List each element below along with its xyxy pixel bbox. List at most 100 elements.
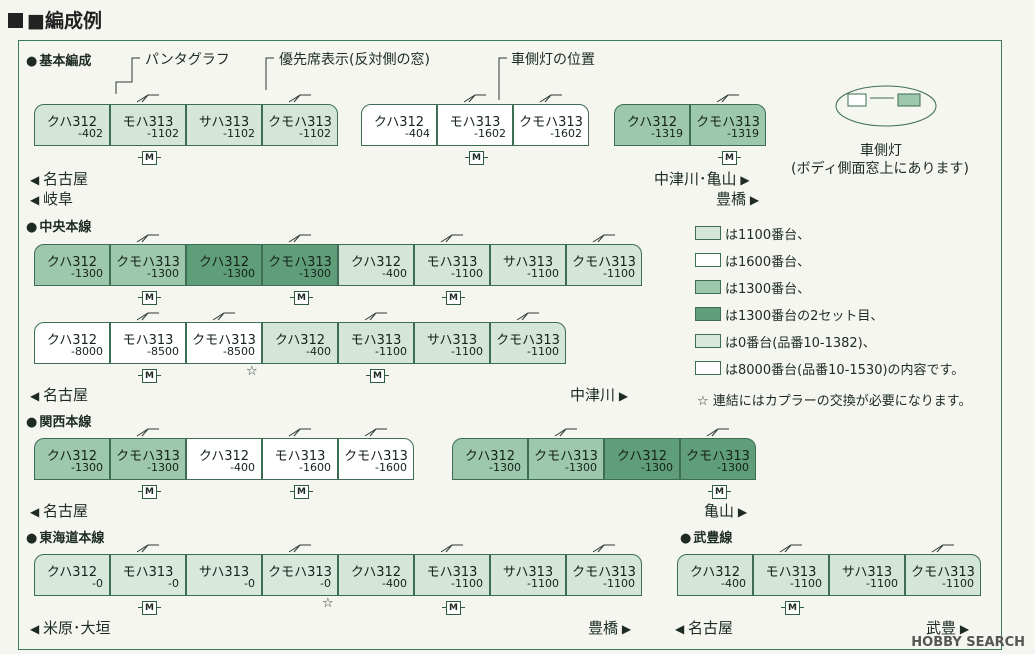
pantograph-icon — [136, 94, 159, 103]
motor-car-icon: M — [781, 601, 804, 615]
diagram-frame — [18, 40, 1002, 650]
car-type-label: モハ313 — [426, 565, 478, 580]
car-number-label: -1319 — [727, 127, 759, 140]
car-type-label: サハ313 — [198, 115, 250, 130]
car-type-label: クハ312 — [274, 333, 326, 348]
car-type-label: クハ312 — [350, 255, 402, 270]
car-type-label: サハ313 — [426, 333, 478, 348]
train-car: モハ313-1600 — [262, 428, 338, 480]
section-taketoyo: 武豊線 — [680, 527, 732, 546]
legend-text: は0番台(品番10-1382)、 — [725, 336, 876, 351]
train-car: クモハ313-1319 — [690, 94, 766, 146]
coupler-star-chuo: ☆ — [246, 364, 258, 379]
car-number-label: -1102 — [223, 127, 255, 140]
car-type-label: サハ313 — [502, 255, 554, 270]
dest-kansai-left: 名古屋 — [30, 500, 88, 521]
pantograph-icon — [440, 234, 463, 243]
car-number-label: -1100 — [527, 267, 559, 280]
car-number-label: -1100 — [375, 345, 407, 358]
pantograph-icon — [440, 544, 463, 553]
motor-car-icon: M — [708, 485, 731, 499]
car-type-label: モハ313 — [765, 565, 817, 580]
car-type-label: クハ312 — [46, 255, 98, 270]
car-type-label: クモハ313 — [116, 255, 180, 270]
pantograph-icon — [288, 544, 311, 553]
pantograph-icon — [364, 312, 387, 321]
car-number-label: -1100 — [866, 577, 898, 590]
legend-coupler-note: ☆ 連結にはカプラーの交換が必要になります。 — [697, 394, 972, 409]
legend-text: は1100番台、 — [725, 228, 811, 243]
train-car: クモハ313-1300 — [680, 428, 756, 480]
car-number-label: -1100 — [527, 345, 559, 358]
train-car: クハ312-1300 — [34, 244, 110, 286]
train-car: クモハ313-1102 — [262, 94, 338, 146]
section-kansai: 関西本線 — [26, 411, 91, 430]
car-type-label: クモハ313 — [344, 449, 408, 464]
motor-car-icon: M — [366, 369, 389, 383]
pantograph-icon — [136, 544, 159, 553]
car-number-label: -1319 — [651, 127, 683, 140]
car-number-label: -0 — [244, 577, 255, 590]
car-type-label: クモハ313 — [572, 255, 636, 270]
lamp-note-label: 車側灯 — [860, 143, 902, 159]
pantograph-icon — [706, 428, 729, 437]
car-number-label: -0 — [168, 577, 179, 590]
dest-kansai-right: 亀山 — [704, 500, 747, 521]
car-number-label: -1100 — [451, 345, 483, 358]
pantograph-icon — [288, 234, 311, 243]
car-number-label: -0 — [320, 577, 331, 590]
car-number-label: -1600 — [375, 461, 407, 474]
legend-swatch — [695, 307, 721, 321]
car-type-label: クハ312 — [350, 565, 402, 580]
pantograph-icon — [716, 94, 739, 103]
train-car: サハ313-1100 — [490, 554, 566, 596]
dest-basic-left-1: 名古屋 — [30, 168, 88, 189]
car-type-label: クハ312 — [373, 115, 425, 130]
legend-swatch — [695, 280, 721, 294]
hobby-search-logo: HOBBY SEARCH — [911, 635, 1025, 650]
car-type-label: モハ313 — [449, 115, 501, 130]
pantograph-icon — [779, 544, 802, 553]
train-car: サハ313-1102 — [186, 104, 262, 146]
car-number-label: -1602 — [550, 127, 582, 140]
car-type-label: モハ313 — [350, 333, 402, 348]
callout-priority-seat: 優先席表示(反対側の窓) — [279, 52, 430, 68]
car-number-label: -1100 — [451, 577, 483, 590]
train-car: モハ313-1100 — [338, 312, 414, 364]
motor-car-icon: M — [718, 151, 741, 165]
legend-swatch — [695, 253, 721, 267]
car-type-label: サハ313 — [198, 565, 250, 580]
train-car: クモハ313-1100 — [566, 544, 642, 596]
car-type-label: サハ313 — [841, 565, 893, 580]
car-number-label: -404 — [405, 127, 430, 140]
car-number-label: -400 — [382, 577, 407, 590]
legend-swatch — [695, 334, 721, 348]
car-type-label: クモハ313 — [268, 115, 332, 130]
train-car: クハ312-1300 — [452, 438, 528, 480]
train-car: クモハ313-1600 — [338, 428, 414, 480]
car-number-label: -1602 — [474, 127, 506, 140]
motor-car-icon: M — [138, 291, 161, 305]
page-title: ■編成例 — [8, 6, 102, 33]
car-number-label: -400 — [306, 345, 331, 358]
car-type-label: クモハ313 — [572, 565, 636, 580]
train-car: クモハ313-1300 — [110, 234, 186, 286]
motor-car-icon: M — [138, 369, 161, 383]
car-number-label: -1300 — [299, 267, 331, 280]
section-chuo: 中央本線 — [26, 216, 91, 235]
train-car: クモハ313-1100 — [905, 544, 981, 596]
train-car: サハ313-1100 — [490, 244, 566, 286]
pantograph-icon — [136, 234, 159, 243]
pantograph-icon — [212, 312, 235, 321]
car-type-label: クモハ313 — [911, 565, 975, 580]
train-car: クモハ313-1602 — [513, 94, 589, 146]
train-car: クハ312-1300 — [34, 438, 110, 480]
train-car: クモハ313-1300 — [262, 234, 338, 286]
car-type-label: クモハ313 — [192, 333, 256, 348]
motor-car-icon: M — [290, 485, 313, 499]
dest-tokaido-right: 豊橋 — [588, 617, 631, 638]
train-car: サハ313-1100 — [829, 554, 905, 596]
pantograph-icon — [136, 312, 159, 321]
car-number-label: -1300 — [565, 461, 597, 474]
car-type-label: クハ312 — [46, 115, 98, 130]
